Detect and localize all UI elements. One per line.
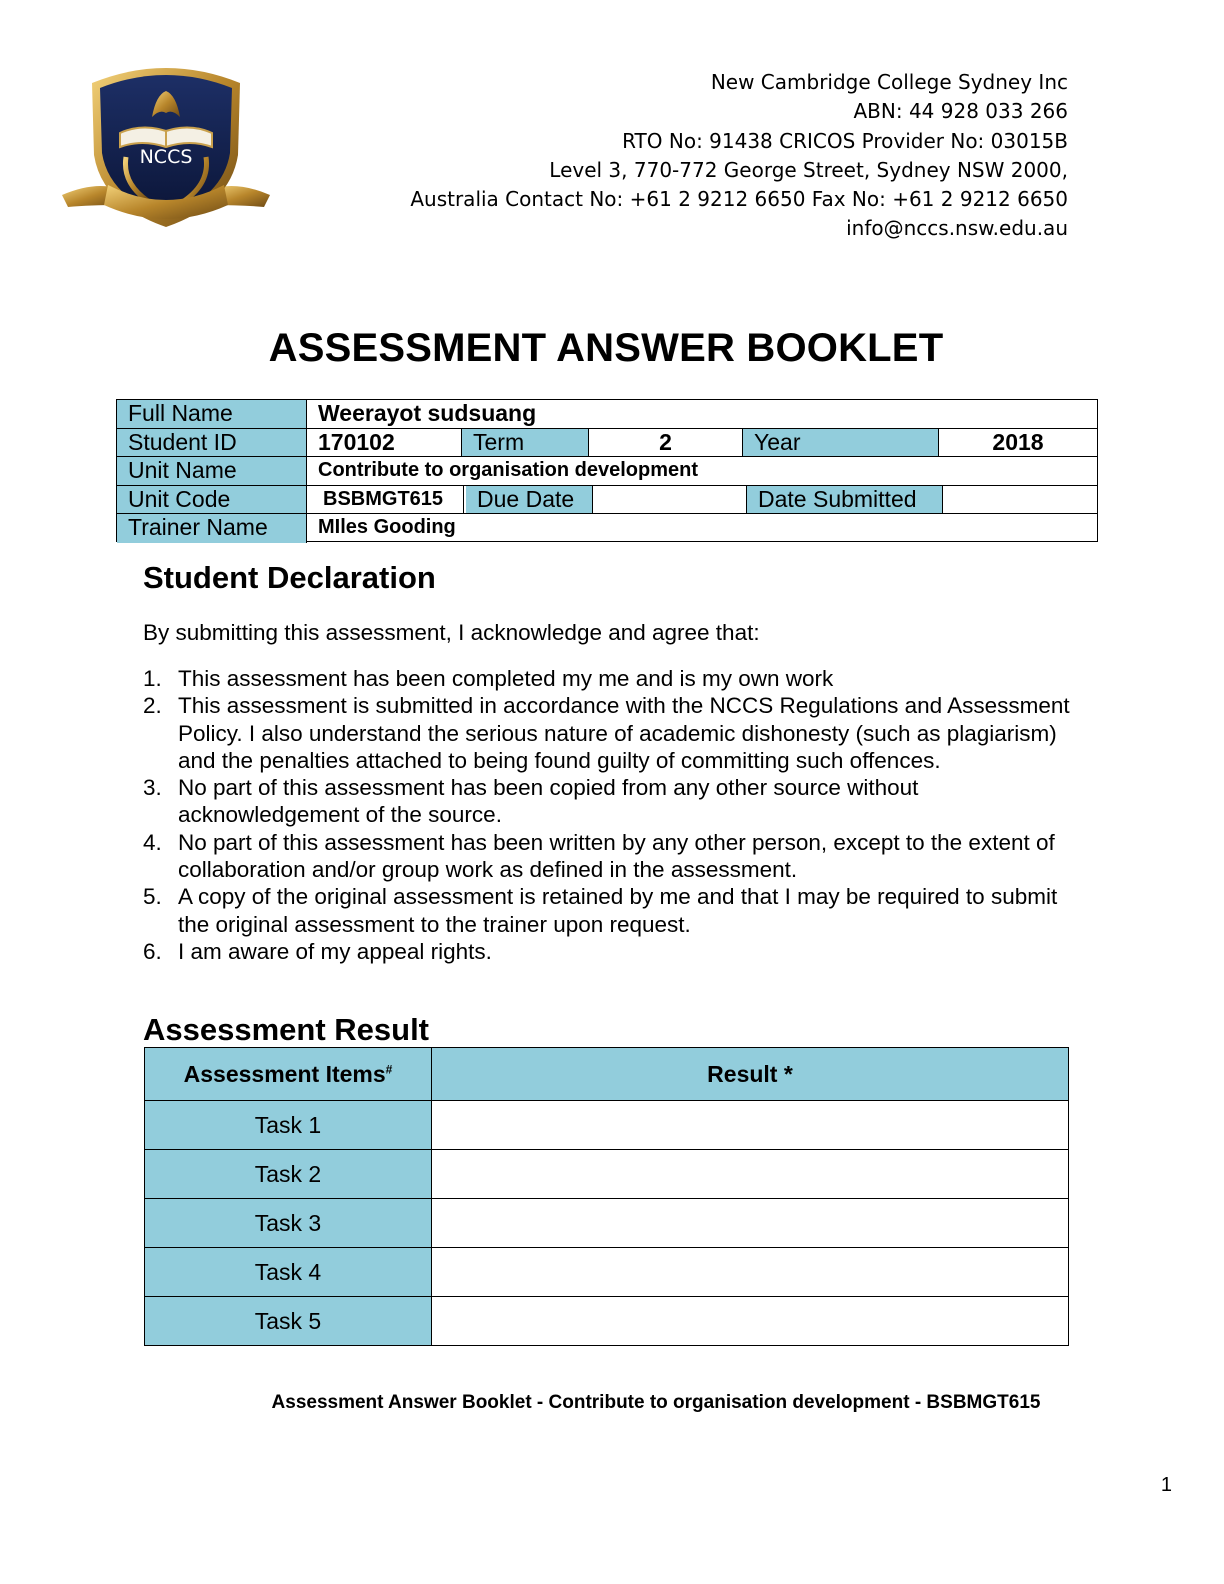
assessment-items-header: Assessment Items# [144,1047,432,1101]
year-label: Year [743,428,939,456]
logo-text: NCCS [139,146,193,168]
declaration-item-number: 6. [143,938,162,964]
declaration-list: 1. This assessment has been completed my … [143,665,1073,965]
result-header-row: Assessment Items# Result * [144,1047,1069,1101]
unit-code-value[interactable]: BSBMGT615 [307,485,464,513]
info-row-student-id: Student ID 170102 Term 2 Year 2018 [117,428,1097,457]
table-row: Task 2 [144,1149,1069,1199]
declaration-item-text: A copy of the original assessment is ret… [178,884,1058,937]
declaration-item-number: 1. [143,666,162,691]
college-contact: Australia Contact No: +61 2 9212 6650 Fa… [410,187,1068,212]
declaration-item: 6. I am aware of my appeal rights. [143,938,1073,965]
term-label: Term [462,428,589,456]
declaration-item-number: 2. [143,693,162,719]
declaration-item-number: 4. [143,829,162,855]
info-row-unit-code: Unit Code BSBMGT615 Due Date Date Submit… [117,485,1097,514]
task-result-cell[interactable] [431,1198,1069,1248]
college-abn: ABN: 44 928 033 266 [853,99,1068,124]
declaration-intro: By submitting this assessment, I acknowl… [143,620,760,645]
declaration-item-text: This assessment is submitted in accordan… [178,693,1070,773]
declaration-item: 3. No part of this assessment has been co… [143,774,1073,829]
due-date-value[interactable] [593,485,747,513]
college-name: New Cambridge College Sydney Inc [710,70,1068,94]
college-email: info@nccs.nsw.edu.au [846,216,1068,241]
table-row: Task 5 [144,1296,1069,1346]
date-submitted-label: Date Submitted [747,485,943,513]
unit-code-label: Unit Code [117,485,307,513]
table-row: Task 1 [144,1100,1069,1150]
table-row: Task 4 [144,1247,1069,1297]
declaration-item: 2. This assessment is submitted in accord… [143,692,1073,774]
full-name-label: Full Name [117,400,307,428]
declaration-item: 4. No part of this assessment has been wr… [143,829,1073,884]
declaration-item-text: This assessment has been completed my me… [178,666,834,691]
unit-name-label: Unit Name [117,457,307,485]
task-name: Task 1 [144,1100,432,1150]
college-address-block: New Cambridge College Sydney Inc ABN: 44… [410,68,1068,244]
task-result-cell[interactable] [431,1247,1069,1297]
year-value[interactable]: 2018 [992,428,1044,455]
student-info-table: Full Name Weerayot sudsuang Student ID 1… [116,399,1098,543]
task-name: Task 5 [144,1296,432,1346]
page-number: 1 [1160,1474,1172,1496]
term-value[interactable]: 2 [589,428,743,456]
declaration-item-text: No part of this assessment has been copi… [178,775,919,828]
declaration-heading: Student Declaration [143,560,436,595]
student-id-label: Student ID [117,428,307,456]
task-name: Task 2 [144,1149,432,1199]
result-table: Assessment Items# Result * Task 1 Task 2… [144,1047,1069,1346]
unit-name-value[interactable]: Contribute to organisation development [318,459,699,481]
full-name-value[interactable]: Weerayot sudsuang [318,400,537,426]
declaration-item-number: 3. [143,775,162,801]
college-rto: RTO No: 91438 CRICOS Provider No: 03015B [622,128,1068,153]
due-date-label: Due Date [466,485,593,513]
result-heading: Assessment Result [143,1012,430,1047]
date-submitted-value[interactable] [943,486,1097,514]
info-row-trainer: Trainer Name MIles Gooding [117,514,1097,543]
task-name: Task 3 [144,1198,432,1248]
page-title: ASSESSMENT ANSWER BOOKLET [268,326,944,370]
trainer-name-label: Trainer Name [117,514,307,543]
trainer-name-value[interactable]: MIles Gooding [318,516,456,538]
college-logo: NCCS [60,55,272,233]
task-result-cell[interactable] [431,1100,1069,1150]
college-street: Level 3, 770-772 George Street, Sydney N… [549,157,1068,182]
declaration-item-text: I am aware of my appeal rights. [178,938,492,964]
task-name: Task 4 [144,1247,432,1297]
info-row-full-name: Full Name Weerayot sudsuang [117,400,1097,429]
info-row-unit-name: Unit Name Contribute to organisation dev… [117,457,1097,486]
task-result-cell[interactable] [431,1149,1069,1199]
declaration-item-text: No part of this assessment has been writ… [178,829,1055,883]
declaration-item: 1. This assessment has been completed my … [143,665,1073,692]
table-row: Task 3 [144,1198,1069,1248]
student-id-value[interactable]: 170102 [307,428,462,456]
result-header: Result * [431,1047,1069,1101]
task-result-cell[interactable] [431,1296,1069,1346]
declaration-item: 5. A copy of the original assessment is r… [143,883,1073,938]
declaration-item-number: 5. [143,884,162,910]
page-footer: Assessment Answer Booklet - Contribute t… [271,1392,1041,1413]
